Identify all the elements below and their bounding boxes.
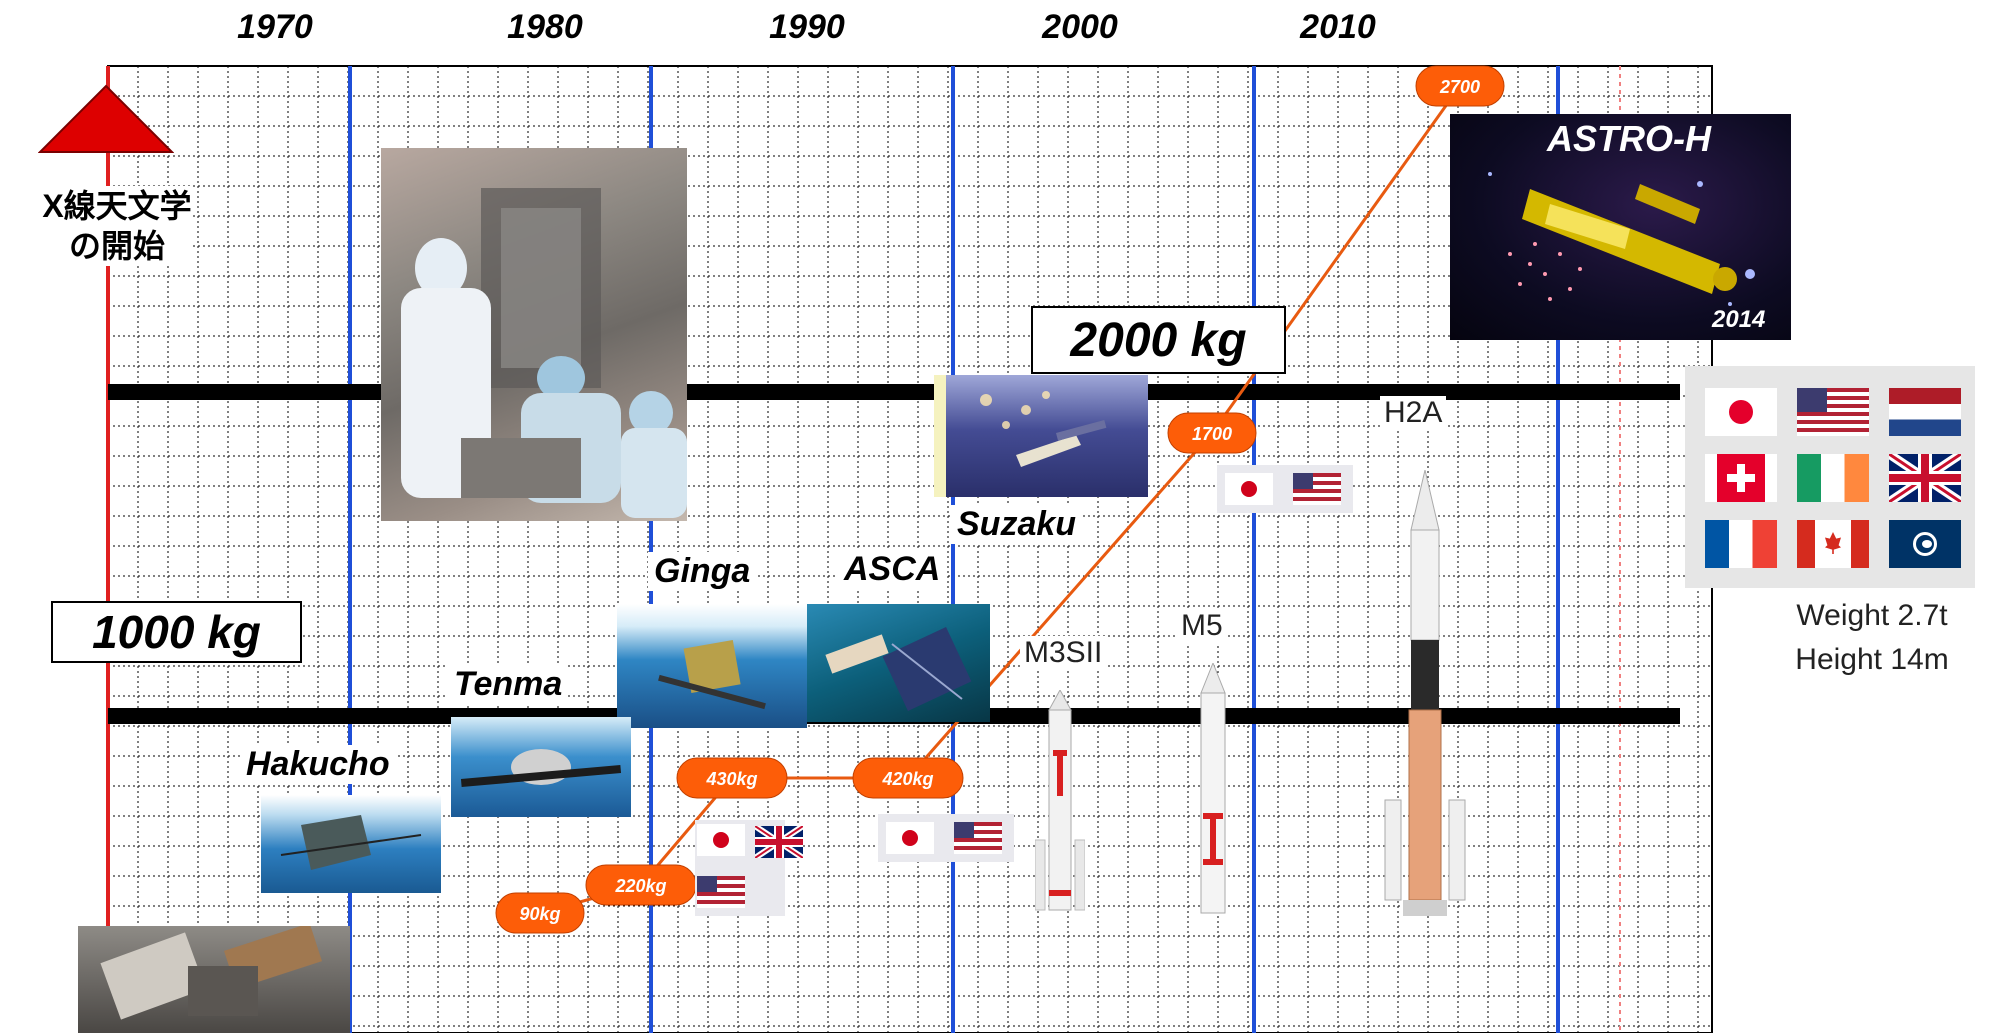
usa-flag-icon bbox=[954, 822, 1002, 854]
tenma-photo bbox=[451, 717, 631, 817]
tenma-label: Tenma bbox=[448, 665, 569, 704]
data-point-label: 220kg bbox=[614, 876, 666, 896]
asca-art bbox=[825, 627, 972, 711]
data-point-bubble bbox=[1415, 65, 1505, 107]
h2a-label: H2A bbox=[1380, 396, 1447, 430]
uk-flag-icon bbox=[1889, 454, 1961, 502]
usa-flag-icon bbox=[1797, 388, 1869, 436]
h2a-rocket bbox=[1384, 470, 1466, 916]
suzaku-flags bbox=[1217, 465, 1353, 513]
data-point-label: 430kg bbox=[705, 769, 757, 789]
reference-label-2000kg: 2000 kg bbox=[1031, 306, 1286, 374]
data-point-bubble bbox=[852, 757, 964, 799]
data-point-label: 1700 bbox=[1192, 424, 1232, 444]
data-point-hakucho: 90kg bbox=[495, 892, 585, 934]
usa-flag-icon bbox=[697, 876, 745, 908]
astroh-year: 2014 bbox=[1712, 306, 1766, 333]
hakucho-art bbox=[280, 815, 422, 870]
hakucho-photo bbox=[261, 795, 441, 893]
x-tick-label-2010: 2010 bbox=[1300, 8, 1376, 46]
data-point-tenma: 220kg bbox=[585, 864, 697, 906]
astroh-name: ASTRO-H bbox=[1547, 118, 1711, 159]
start-marker-label-line1: X線天文学 bbox=[42, 188, 192, 224]
bubble-layer: 90kg 220kg 430kg 420kg 1700 2700 bbox=[495, 65, 1505, 934]
m5-rocket bbox=[1200, 663, 1226, 914]
ginga-flags bbox=[695, 820, 785, 916]
astroh-flags bbox=[1685, 366, 1975, 588]
netherlands-flag-icon bbox=[1889, 388, 1961, 436]
japan-flag-icon bbox=[1705, 388, 1777, 436]
data-point-bubble bbox=[1167, 412, 1257, 454]
m3sii-rocket bbox=[1035, 690, 1085, 911]
data-point-label: 2700 bbox=[1439, 77, 1480, 97]
data-point-label: 420kg bbox=[881, 769, 933, 789]
ireland-flag-icon bbox=[1797, 454, 1869, 502]
japan-flag-icon bbox=[697, 824, 745, 856]
start-marker-label: X線天文学 の開始 bbox=[42, 186, 192, 266]
astroh-photo bbox=[1450, 114, 1791, 340]
data-point-bubble bbox=[676, 757, 788, 799]
lab-photo bbox=[381, 148, 687, 521]
data-point-label: 90kg bbox=[519, 904, 560, 924]
hakucho-label: Hakucho bbox=[240, 745, 396, 784]
m3sii-label: M3SII bbox=[1020, 636, 1107, 670]
x-tick-label-1970: 1970 bbox=[237, 8, 313, 46]
trend-segment bbox=[1210, 85, 1462, 434]
astroh-art bbox=[1488, 172, 1755, 306]
data-point-suzaku: 1700 bbox=[1167, 412, 1257, 454]
asca-label: ASCA bbox=[838, 550, 947, 589]
reference-label-1000kg: 1000 kg bbox=[51, 601, 302, 663]
asca-photo bbox=[807, 604, 990, 722]
japan-flag-icon bbox=[1225, 473, 1273, 505]
asca-flags bbox=[878, 814, 1014, 862]
data-point-astro-h: 2700 bbox=[1415, 65, 1505, 107]
lab-photo-art bbox=[401, 188, 687, 518]
height-label: Height 14m bbox=[1795, 643, 1949, 676]
x-tick-label-1980: 1980 bbox=[507, 8, 583, 46]
usa-flag-icon bbox=[1293, 473, 1341, 505]
ginga-photo bbox=[617, 604, 807, 728]
data-point-asca: 420kg bbox=[852, 757, 964, 799]
uk-flag-icon bbox=[755, 826, 803, 858]
astroh-spec: Weight 2.7t Height 14m bbox=[1762, 594, 1982, 682]
bottom-left-art bbox=[100, 926, 322, 1020]
canada-flag-icon bbox=[1797, 520, 1869, 568]
switzerland-flag-icon bbox=[1705, 454, 1777, 502]
ginga-art bbox=[658, 639, 766, 710]
suzaku-photo bbox=[934, 375, 1148, 497]
start-marker-label-line2: の開始 bbox=[68, 228, 165, 264]
weight-label: Weight 2.7t bbox=[1796, 599, 1948, 632]
data-point-ginga: 430kg bbox=[676, 757, 788, 799]
tenma-art bbox=[460, 749, 622, 787]
esa-flag-icon bbox=[1889, 520, 1961, 568]
m5-label: M5 bbox=[1177, 609, 1227, 643]
start-triangle-icon bbox=[38, 84, 174, 153]
x-tick-label-2000: 2000 bbox=[1042, 8, 1118, 46]
bottom-left-photo bbox=[78, 926, 350, 1033]
france-flag-icon bbox=[1705, 520, 1777, 568]
x-tick-label-1990: 1990 bbox=[769, 8, 845, 46]
suzaku-label: Suzaku bbox=[951, 505, 1083, 544]
japan-flag-icon bbox=[886, 822, 934, 854]
ginga-label: Ginga bbox=[648, 552, 757, 591]
data-point-bubble bbox=[495, 892, 585, 934]
suzaku-art bbox=[980, 391, 1107, 467]
